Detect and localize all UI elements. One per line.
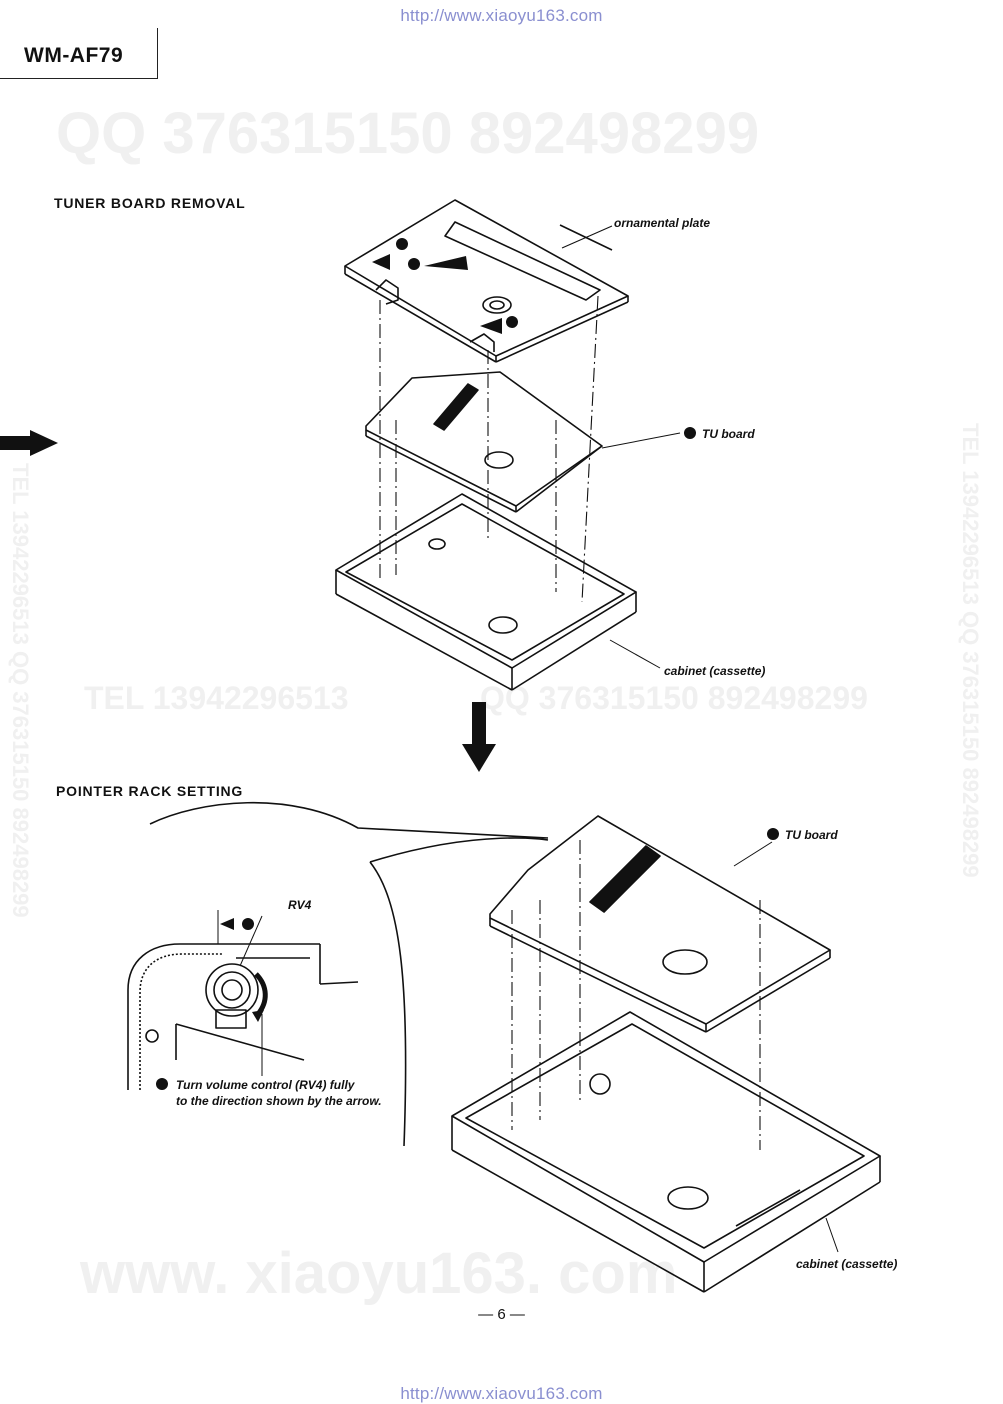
label-step1-line2: to the direction shown by the arrow. xyxy=(176,1094,382,1108)
label-step1-line1: Turn volume control (RV4) fully xyxy=(176,1078,355,1092)
plate-step-markers xyxy=(372,238,518,334)
section-title-tuner-board-removal: TUNER BOARD REMOVAL xyxy=(54,195,246,211)
assembly-lines-1 xyxy=(379,295,599,603)
label-tu-board-1: TU board xyxy=(702,427,755,441)
label-ornamental-plate: ornamental plate xyxy=(614,216,711,230)
watermark-qq-top: QQ 376315150 892498299 xyxy=(56,101,760,166)
watermark-qq-mid: QQ 376315150 892498299 xyxy=(480,680,868,716)
tu-board-1-drawing xyxy=(365,371,603,513)
rv4-detail-drawing xyxy=(127,910,359,1090)
watermark-site-bottom: www. xiaoyu163. com xyxy=(80,1241,678,1306)
cabinet-2-drawing xyxy=(451,1011,881,1293)
label-rv4: RV4 xyxy=(288,898,312,912)
section-title-pointer-rack-setting: POINTER RACK SETTING xyxy=(56,783,244,799)
model-title: WM-AF79 xyxy=(24,44,124,67)
tu-board-2-drawing xyxy=(489,815,831,1033)
label-tu-board-2: TU board xyxy=(785,828,838,842)
label-cabinet-1: cabinet (cassette) xyxy=(664,664,766,678)
footer-url[interactable]: http://www.xiaovu163.com xyxy=(400,1384,603,1403)
rv4-step-markers xyxy=(156,427,779,1090)
header-url[interactable]: http://www.xiaoyu163.com xyxy=(400,6,603,25)
assembly-lines-2 xyxy=(511,840,761,1150)
ornamental-plate-drawing xyxy=(344,199,629,363)
model-frame xyxy=(0,28,158,79)
cabinet-1-drawing xyxy=(335,493,637,691)
down-arrow-icon xyxy=(462,702,496,772)
page-number: — 6 — xyxy=(478,1306,525,1323)
left-arrow-marker-icon xyxy=(0,430,58,456)
watermark-tel-mid: TEL 13942296513 xyxy=(84,680,349,716)
label-cabinet-2: cabinet (cassette) xyxy=(796,1257,898,1271)
